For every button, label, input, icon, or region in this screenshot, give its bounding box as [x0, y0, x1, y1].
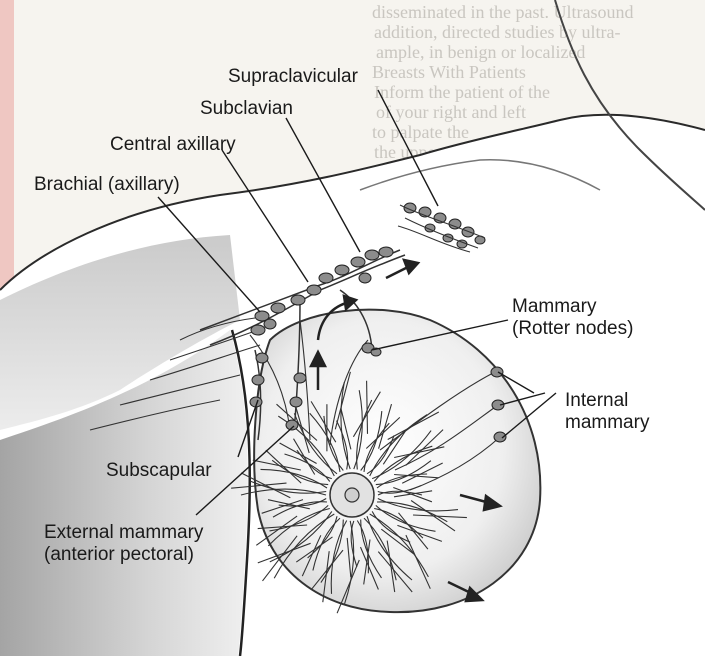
- label-subscapular: Subscapular: [106, 460, 212, 482]
- background-text-line: disseminated in the past. Ultrasound: [372, 2, 633, 22]
- nipple: [345, 488, 359, 502]
- background-text-line: Breasts With Patients: [372, 62, 526, 82]
- label-brachial-axillary: Brachial (axillary): [34, 174, 180, 196]
- label-internal-mammary: Internal mammary: [565, 390, 649, 434]
- background-text-line: addition, directed studies by ultra-: [374, 22, 620, 42]
- background-text-line: ample, in benign or localized: [376, 42, 585, 62]
- label-external-mammary: External mammary (anterior pectoral): [44, 522, 203, 566]
- background-text-line: to palpate the: [372, 122, 469, 142]
- background-text-line: Inform the patient of the: [374, 82, 550, 102]
- background-text-line: of your right and left: [376, 102, 526, 122]
- label-subclavian: Subclavian: [200, 98, 293, 120]
- label-mammary-rotter: Mammary (Rotter nodes): [512, 296, 633, 340]
- label-supraclavicular: Supraclavicular: [228, 66, 358, 88]
- label-central-axillary: Central axillary: [110, 134, 236, 156]
